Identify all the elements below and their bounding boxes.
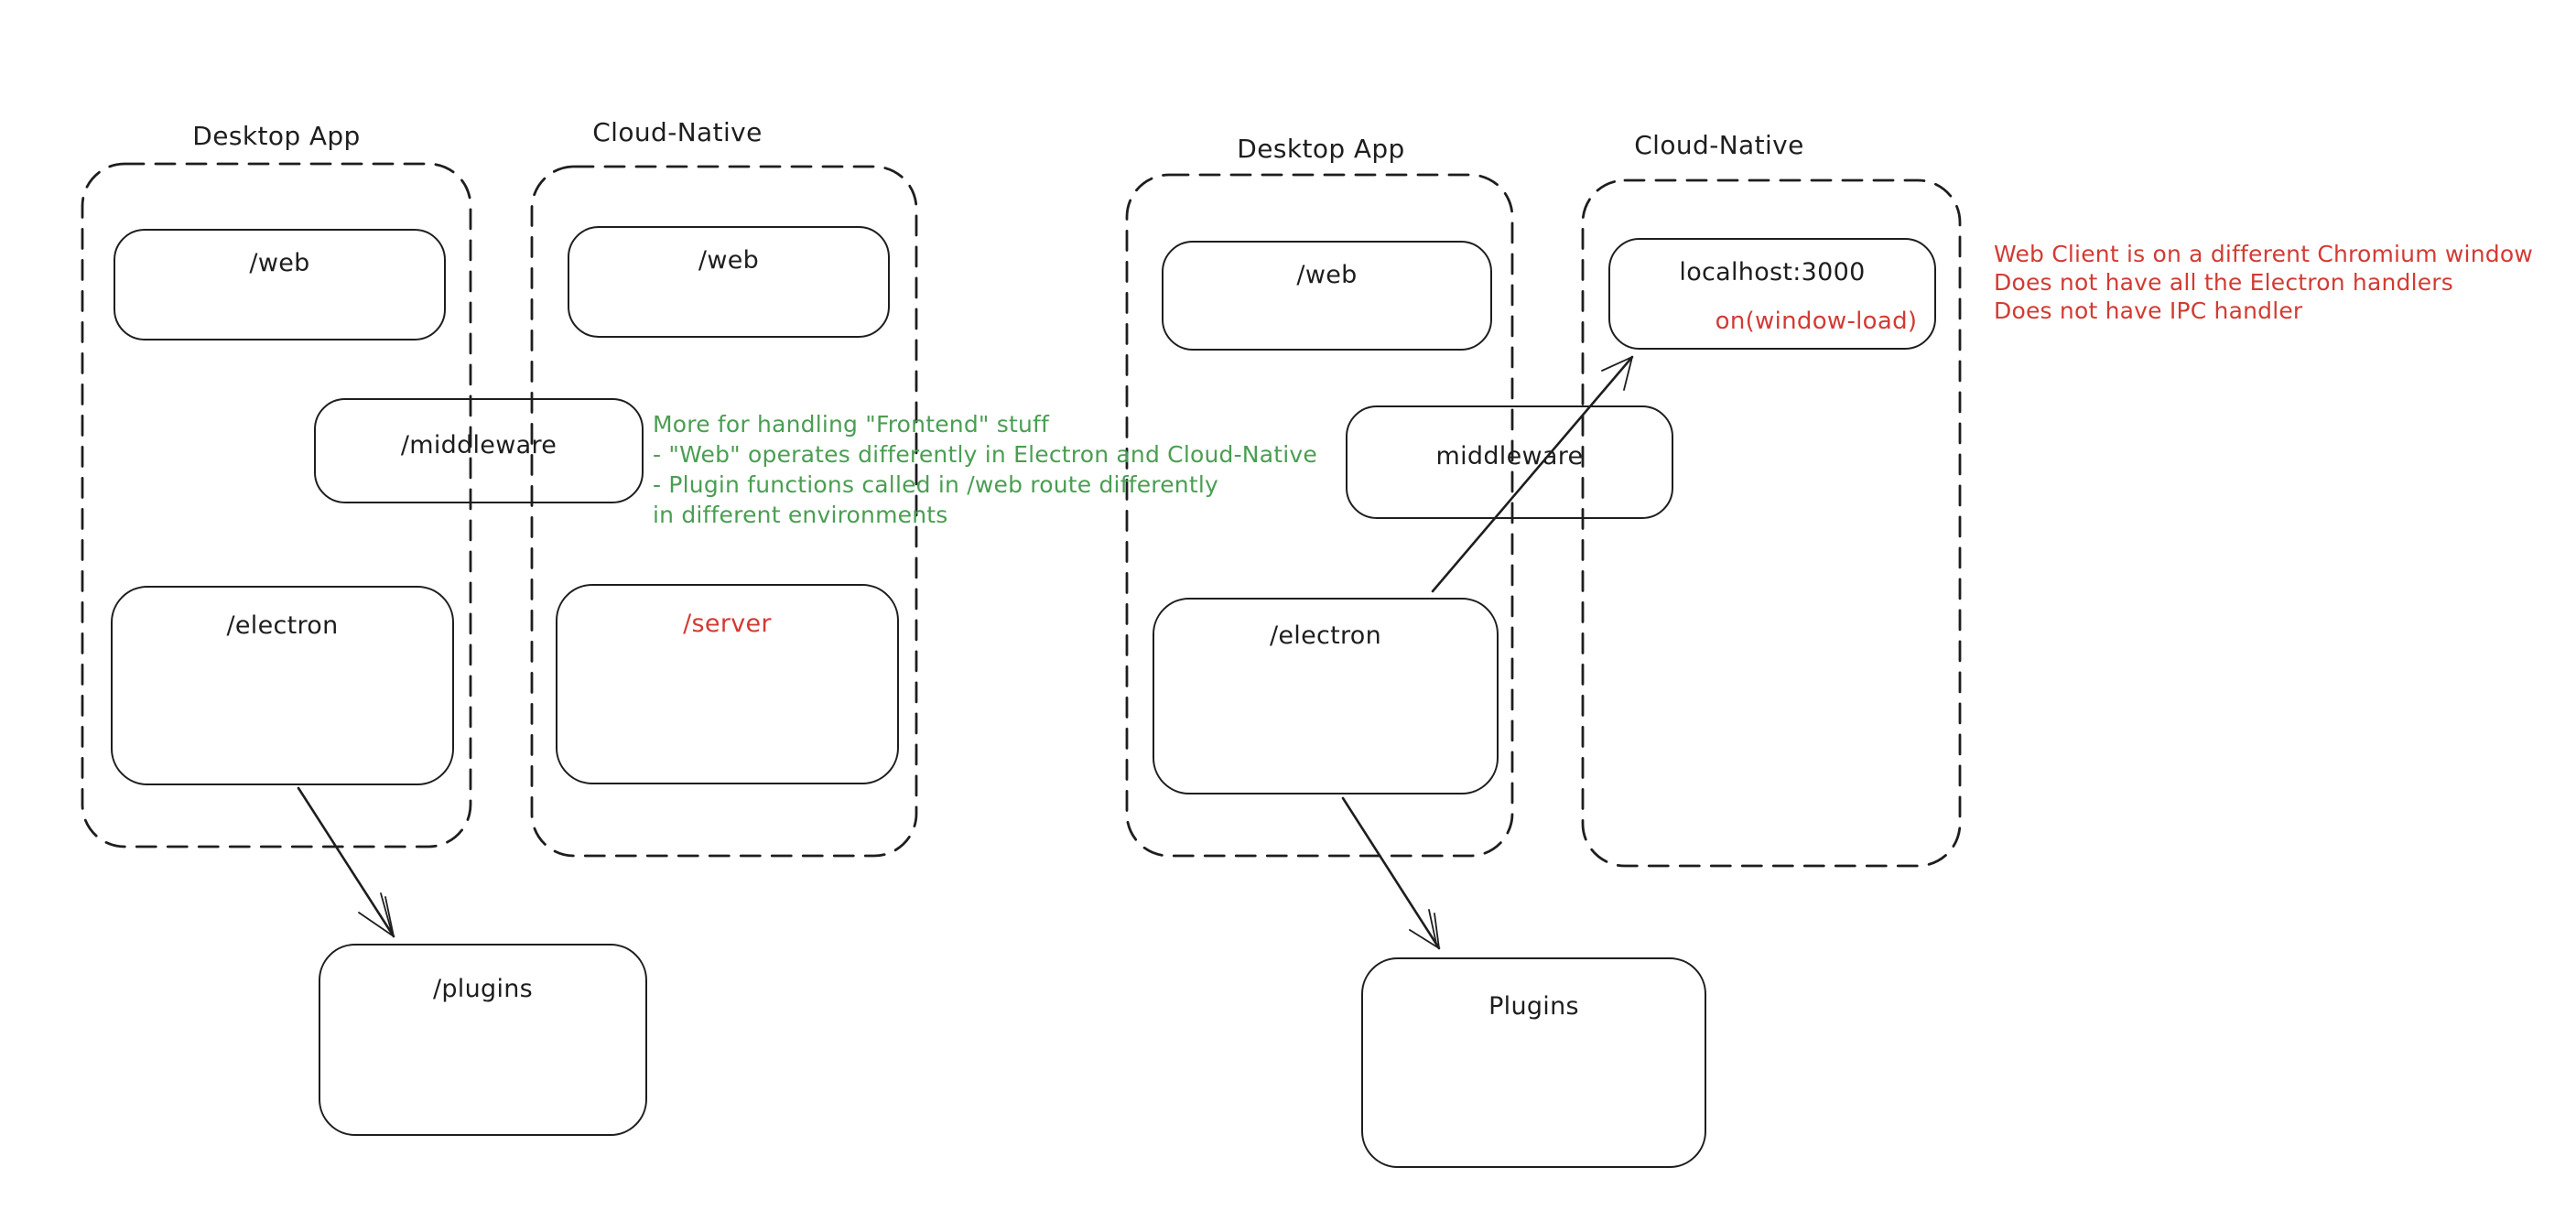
box-middleware-right-label: middleware	[1435, 442, 1584, 470]
box-web-desktop-left: /web	[114, 229, 446, 340]
arrow-electron-to-plugins-right	[1341, 796, 1441, 950]
note-red-line-1: Web Client is on a different Chromium wi…	[1994, 241, 2533, 267]
box-middleware-left: /middleware	[314, 398, 644, 503]
box-middleware-left-label: /middleware	[400, 431, 557, 459]
box-plugins-left: /plugins	[319, 944, 647, 1136]
box-web-cloud-left-label: /web	[698, 246, 760, 275]
note-green-line-1: More for handling "Frontend" stuff	[653, 411, 1050, 438]
box-plugins-right: Plugins	[1361, 957, 1706, 1168]
note-red-web-client: Web Client is on a different Chromium wi…	[1994, 240, 2533, 325]
box-web-desktop-right-label: /web	[1296, 261, 1358, 289]
box-web-cloud-left: /web	[568, 226, 890, 338]
box-electron-right: /electron	[1153, 598, 1499, 794]
box-localhost-event: on(window-load)	[1715, 308, 1918, 335]
box-localhost: localhost:3000 on(window-load)	[1608, 238, 1936, 350]
box-electron-right-label: /electron	[1269, 621, 1382, 650]
label-desktop-app-left: Desktop App	[192, 121, 361, 151]
box-web-desktop-right: /web	[1162, 241, 1492, 351]
note-red-line-3: Does not have IPC handler	[1994, 297, 2303, 324]
label-cloud-native-left: Cloud-Native	[592, 117, 763, 147]
box-web-desktop-left-label: /web	[249, 249, 310, 277]
box-middleware-right: middleware	[1346, 405, 1673, 519]
note-red-line-2: Does not have all the Electron handlers	[1994, 269, 2454, 296]
box-localhost-title: localhost:3000	[1679, 258, 1866, 286]
note-green-frontend: More for handling "Frontend" stuff - "We…	[653, 409, 1317, 530]
arrow-electron-to-plugins-left	[297, 786, 395, 938]
label-cloud-native-right: Cloud-Native	[1634, 130, 1804, 160]
box-plugins-right-label: Plugins	[1488, 992, 1579, 1021]
box-electron-left-label: /electron	[226, 611, 339, 640]
note-green-line-4: in different environments	[653, 502, 948, 528]
box-server-left: /server	[556, 584, 899, 784]
note-green-line-2: - "Web" operates differently in Electron…	[653, 441, 1317, 468]
box-server-left-label: /server	[683, 610, 772, 638]
box-electron-left: /electron	[111, 586, 454, 785]
box-plugins-left-label: /plugins	[432, 975, 534, 1003]
note-green-line-3: - Plugin functions called in /web route …	[653, 471, 1218, 498]
label-desktop-app-right: Desktop App	[1237, 134, 1405, 164]
